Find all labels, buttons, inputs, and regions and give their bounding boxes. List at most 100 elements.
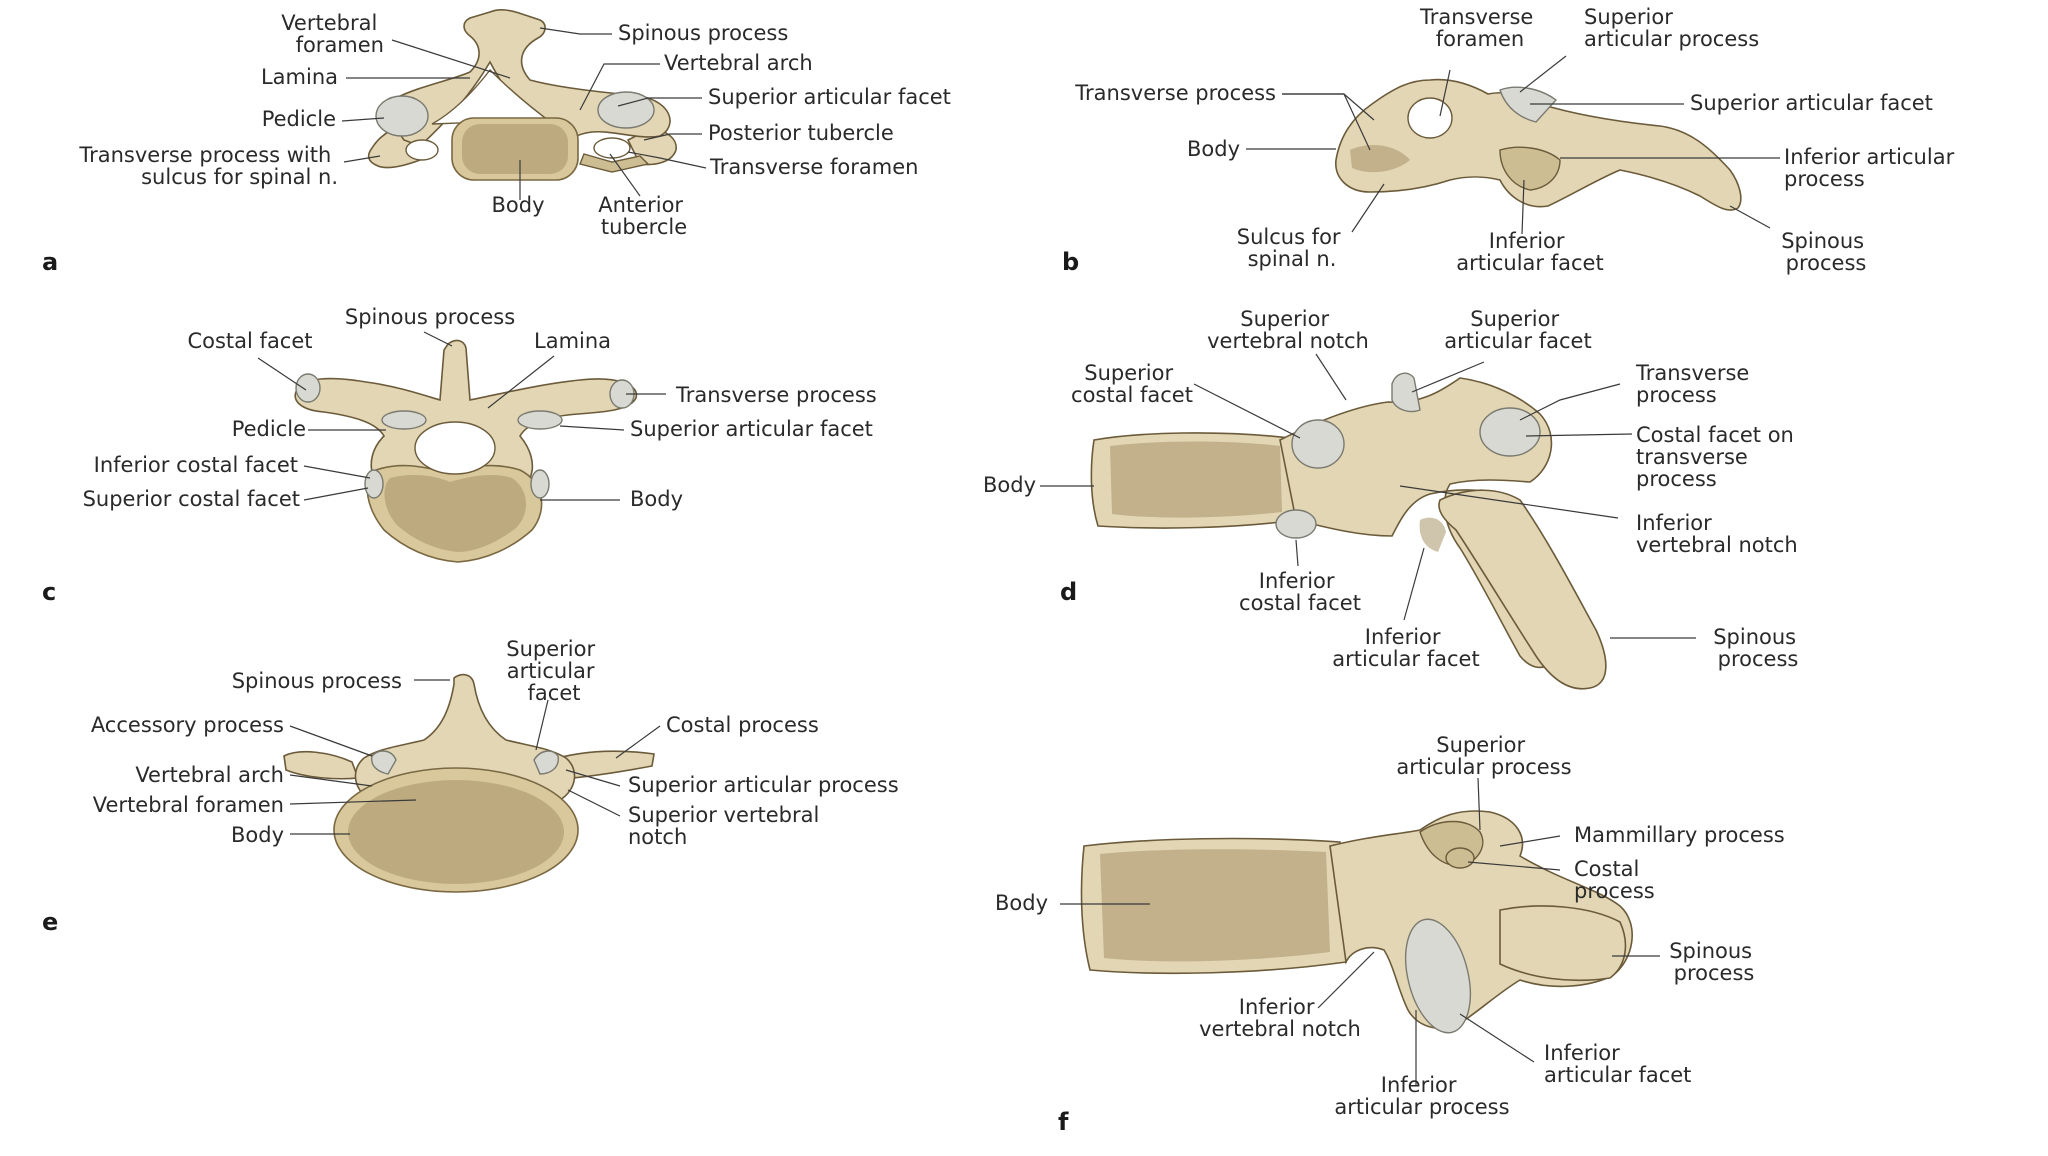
label-e-body: Body (231, 823, 284, 847)
label-b-body: Body (1187, 137, 1240, 161)
label-f-body: Body (995, 891, 1048, 915)
label-d-transverse-process: Transverse process (1635, 361, 1756, 407)
c-body-trabecular (384, 475, 527, 552)
label-d-body: Body (983, 473, 1036, 497)
e-costal-process-left (283, 750, 360, 780)
panel-letter-f: f (1058, 1108, 1069, 1136)
a-transverse-foramen-left (405, 139, 439, 161)
panel-letter-a: a (42, 248, 58, 276)
label-a-vertebral-foramen: Vertebral foramen (281, 11, 384, 57)
panel-c-drawing (294, 339, 638, 563)
label-b-transverse-foramen: Transverse foramen (1419, 5, 1540, 51)
label-f-spinous-process: Spinous process (1669, 939, 1759, 985)
label-b-superior-articular-process: Superior articular process (1584, 5, 1759, 51)
label-a-transverse-process: Transverse process with sulcus for spina… (78, 143, 338, 189)
label-e-superior-vertebral-notch: Superior vertebral notch (628, 803, 826, 849)
c-vertebral-foramen (414, 421, 496, 475)
b-sulcus (1350, 145, 1410, 173)
label-f-superior-articular-process: Superior articular process (1396, 733, 1571, 779)
label-c-body: Body (630, 487, 683, 511)
label-c-superior-costal-facet: Superior costal facet (83, 487, 300, 511)
f-body-shade (1100, 849, 1330, 962)
panel-a-drawing (367, 9, 677, 181)
label-e-accessory-process: Accessory process (91, 713, 284, 737)
f-spinous-process (1499, 905, 1627, 982)
label-c-inferior-costal-facet: Inferior costal facet (94, 453, 298, 477)
label-a-posterior-tubercle: Posterior tubercle (708, 121, 894, 145)
panel-letter-b: b (1062, 248, 1079, 276)
label-b-transverse-process: Transverse process (1074, 81, 1276, 105)
labels: Vertebral foramen Lamina Pedicle Transve… (42, 5, 1961, 1136)
label-a-body: Body (491, 193, 544, 217)
b-inferior-articular-process (1499, 146, 1561, 191)
label-c-lamina: Lamina (534, 329, 611, 353)
panel-letter-e: e (42, 908, 58, 936)
label-d-costal-facet-transverse: Costal facet on transverse process (1636, 423, 1801, 491)
label-e-vertebral-arch: Vertebral arch (135, 763, 284, 787)
label-c-costal-facet: Costal facet (187, 329, 312, 353)
f-mammillary-process (1445, 847, 1475, 869)
d-superior-articular-facet (1391, 372, 1421, 413)
label-e-spinous-process: Spinous process (232, 669, 402, 693)
label-a-anterior-tubercle: Anterior tubercle (598, 193, 689, 239)
label-d-spinous-process: Spinous process (1713, 625, 1803, 671)
label-a-pedicle: Pedicle (262, 107, 336, 131)
panel-d-drawing (1090, 372, 1607, 690)
label-f-inferior-articular-facet: Inferior articular facet (1544, 1041, 1691, 1087)
panel-letter-c: c (42, 578, 56, 606)
c-superior-costal-facet (364, 469, 384, 499)
e-superior-articular-facet-right (533, 750, 559, 775)
label-b-inferior-articular-facet: Inferior articular facet (1456, 229, 1603, 275)
label-b-spinous-process: Spinous process (1781, 229, 1871, 275)
label-a-lamina: Lamina (261, 65, 338, 89)
label-b-sulcus: Sulcus for spinal n. (1237, 225, 1348, 271)
panel-letter-d: d (1060, 578, 1077, 606)
label-f-mammillary-process: Mammillary process (1574, 823, 1785, 847)
label-c-transverse-process: Transverse process (675, 383, 877, 407)
label-a-vertebral-arch: Vertebral arch (664, 51, 813, 75)
leader-lines (257, 27, 1780, 1086)
label-f-inferior-vertebral-notch: Inferior vertebral notch (1199, 995, 1361, 1041)
panel-e-drawing (283, 673, 655, 893)
b-superior-articular-facet (1499, 86, 1558, 123)
d-transverse-costal-facet (1479, 407, 1541, 457)
label-d-inferior-vertebral-notch: Inferior vertebral notch (1636, 511, 1798, 557)
a-facet-left (375, 95, 429, 137)
d-body-shade (1110, 441, 1282, 518)
c-superior-articular-facet-left (381, 410, 427, 430)
c-superior-articular-facet-right (517, 410, 563, 430)
label-a-transverse-foramen: Transverse foramen (709, 155, 918, 179)
e-body-trabecular (348, 780, 564, 884)
a-anterior-tubercle (579, 153, 650, 173)
e-superior-articular-facet-left (371, 750, 397, 775)
label-c-superior-articular-facet: Superior articular facet (630, 417, 873, 441)
label-f-inferior-articular-process: Inferior articular process (1334, 1073, 1509, 1119)
label-d-superior-articular-facet: Superior articular facet (1444, 307, 1591, 353)
label-e-superior-articular-process: Superior articular process (628, 773, 899, 797)
label-e-superior-articular-facet: Superior articular facet (506, 637, 602, 705)
label-e-vertebral-foramen: Vertebral foramen (93, 793, 284, 817)
a-body-shade (462, 124, 568, 174)
d-inferior-articular-facet (1419, 517, 1446, 552)
label-a-superior-articular-facet: Superior articular facet (708, 85, 951, 109)
label-a-spinous-process: Spinous process (618, 21, 788, 45)
label-b-inferior-articular-process: Inferior articular process (1784, 145, 1961, 191)
d-superior-costal-facet (1291, 419, 1345, 469)
panel-f-drawing (1080, 810, 1633, 1034)
b-transverse-foramen (1407, 97, 1453, 139)
a-facet-right (597, 91, 655, 129)
c-superior-costal-facet-right (530, 469, 550, 499)
label-b-superior-articular-facet: Superior articular facet (1690, 91, 1933, 115)
d-inferior-costal-facet (1275, 509, 1317, 539)
label-e-costal-process: Costal process (666, 713, 819, 737)
panel-b-drawing (1335, 78, 1742, 211)
label-d-superior-costal-facet: Superior costal facet (1071, 361, 1193, 407)
label-c-spinous-process: Spinous process (345, 305, 515, 329)
label-d-inferior-articular-facet: Inferior articular facet (1332, 625, 1479, 671)
label-f-costal-process: Costal process (1574, 857, 1655, 903)
f-inferior-articular-facet (1404, 918, 1472, 1034)
a-transverse-foramen-right (593, 137, 631, 159)
label-d-inferior-costal-facet: Inferior costal facet (1239, 569, 1361, 615)
